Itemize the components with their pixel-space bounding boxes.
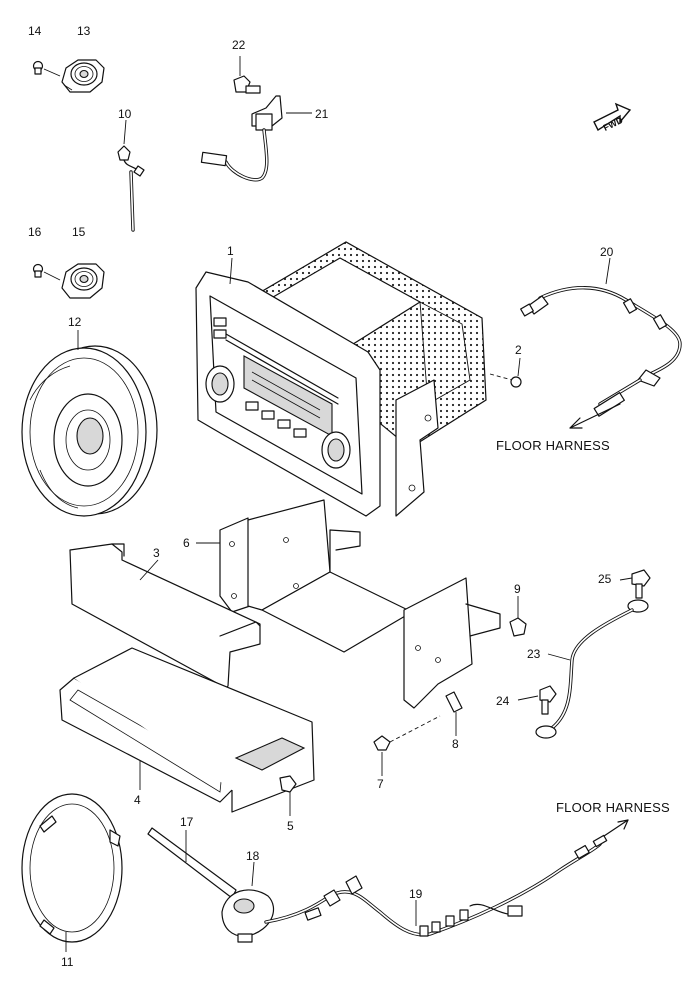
label-part-3: 3 [153, 546, 160, 560]
part-13-tweeter [61, 59, 105, 93]
part-14-screw [32, 60, 61, 77]
label-part-19: 19 [409, 887, 423, 901]
part-10-lead [117, 119, 145, 232]
label-part-25: 25 [598, 572, 612, 586]
label-part-22: 22 [232, 38, 246, 52]
part-1-head-unit [195, 241, 487, 517]
label-part-11: 11 [61, 955, 74, 969]
part-3-cover [69, 543, 261, 689]
part-6-bracket [196, 499, 501, 709]
label-part-18: 18 [246, 849, 260, 863]
label-part-20: 20 [600, 245, 614, 259]
fwd-arrow-icon: FWD [593, 102, 632, 133]
label-part-4: 4 [134, 793, 141, 807]
label-part-14: 14 [28, 24, 42, 38]
label-part-8: 8 [452, 737, 459, 751]
part-21-sensor [200, 95, 312, 182]
part-18-antenna-base [221, 861, 275, 943]
part-7-screw [373, 715, 441, 776]
label-part-5: 5 [287, 819, 294, 833]
label-part-24: 24 [496, 694, 510, 708]
part-2-screw [489, 357, 522, 388]
part-24-bolt [517, 685, 557, 715]
label-part-12: 12 [68, 315, 82, 329]
part-17-antenna-mast [147, 827, 237, 899]
label-part-9: 9 [514, 582, 521, 596]
part-20-extension-cable [520, 257, 682, 429]
part-5-screw [279, 775, 297, 816]
label-part-13: 13 [77, 24, 91, 38]
label-part-7: 7 [377, 777, 384, 791]
floor-harness-label-lower: FLOOR HARNESS [556, 800, 670, 815]
part-23-ground-strap [535, 599, 649, 739]
label-part-1: 1 [227, 244, 234, 258]
part-4-pocket [59, 647, 315, 813]
part-number-labels: 14 13 22 21 10 16 15 1 20 12 2 6 3 25 9 … [28, 24, 614, 969]
part-15-tweeter [61, 263, 105, 299]
part-16-screw [32, 263, 61, 281]
label-part-16: 16 [28, 225, 42, 239]
label-part-23: 23 [527, 647, 541, 661]
part-11-grille-ring [21, 793, 123, 952]
part-25-bolt [619, 569, 651, 599]
label-part-10: 10 [118, 107, 132, 121]
part-22-bolt [233, 56, 261, 94]
label-part-6: 6 [183, 536, 190, 550]
label-part-15: 15 [72, 225, 86, 239]
floor-harness-label-upper: FLOOR HARNESS [496, 438, 610, 453]
label-part-17: 17 [180, 815, 194, 829]
label-part-21: 21 [315, 107, 329, 121]
part-12-speaker [21, 330, 158, 517]
part-8-clip [445, 691, 463, 736]
part-9-nut [509, 596, 527, 637]
part-19-feeder-cable [264, 819, 629, 937]
label-part-2: 2 [515, 343, 522, 357]
